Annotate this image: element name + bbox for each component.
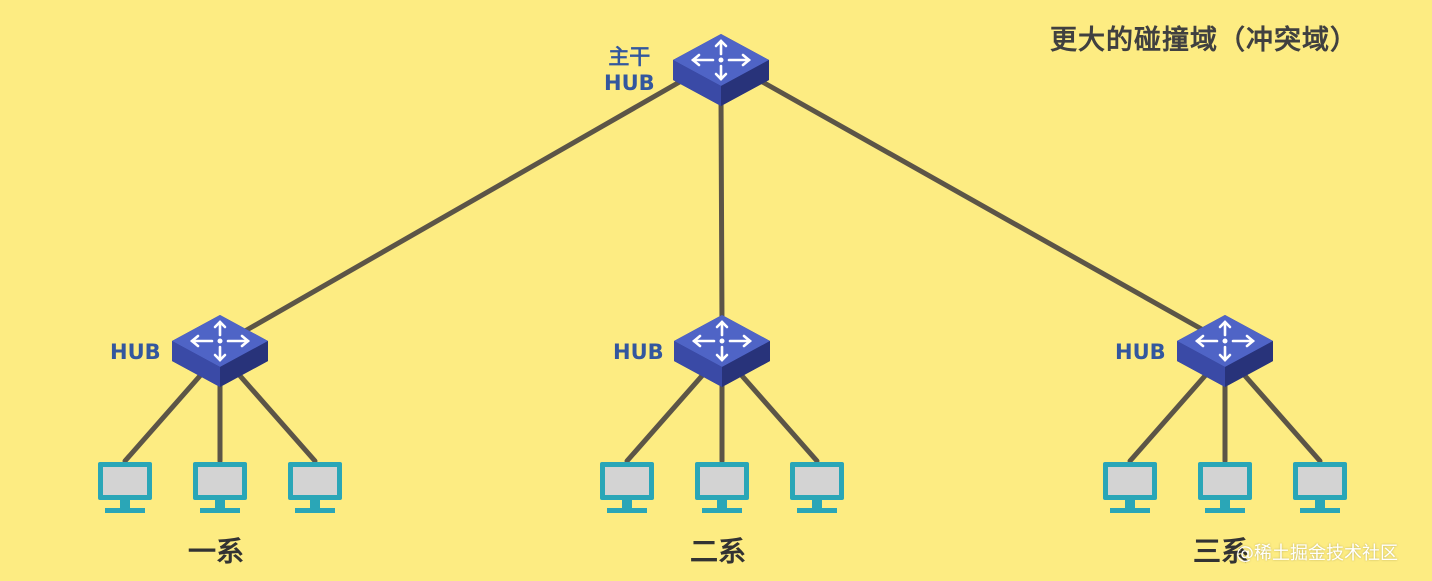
cable-links [122, 77, 1323, 464]
dept-label-3: 三系 [1193, 535, 1250, 568]
backbone-link-dept-2 [718, 93, 725, 328]
computer-icon [1198, 462, 1252, 513]
computer-icon [193, 462, 247, 513]
pc-link-dept-2-3 [733, 366, 820, 464]
hub-label-dept-3: HUB [1115, 340, 1166, 364]
pc-link-dept-3-3 [1236, 366, 1323, 464]
hub-label-dept-1: HUB [110, 340, 161, 364]
dept-label-1: 一系 [188, 535, 245, 568]
backbone-link-dept-1 [242, 77, 686, 334]
computers [98, 462, 1347, 513]
backbone-label-line2: HUB [604, 71, 655, 95]
backbone-label-line1: 主干 [608, 45, 651, 69]
diagram-title: 更大的碰撞域（冲突域） [1050, 25, 1358, 56]
dept-label-2: 二系 [690, 535, 747, 568]
computer-icon [98, 462, 152, 513]
pc-link-dept-1-1 [122, 366, 209, 464]
backbone-hub-icon [671, 32, 771, 108]
computer-icon [695, 462, 749, 513]
pc-link-dept-3-1 [1127, 366, 1214, 464]
computer-icon [1293, 462, 1347, 513]
backbone-hub-label: 主干 HUB [604, 44, 655, 96]
computer-icon [288, 462, 342, 513]
hub-icon [672, 313, 772, 389]
watermark: @稀土掘金技术社区 [1236, 543, 1398, 564]
computer-icon [790, 462, 844, 513]
computer-icon [1103, 462, 1157, 513]
pc-link-dept-2-1 [624, 366, 711, 464]
pc-link-dept-1-3 [231, 366, 318, 464]
computer-icon [600, 462, 654, 513]
hub-label-dept-2: HUB [613, 340, 664, 364]
backbone-link-dept-3 [756, 77, 1208, 334]
